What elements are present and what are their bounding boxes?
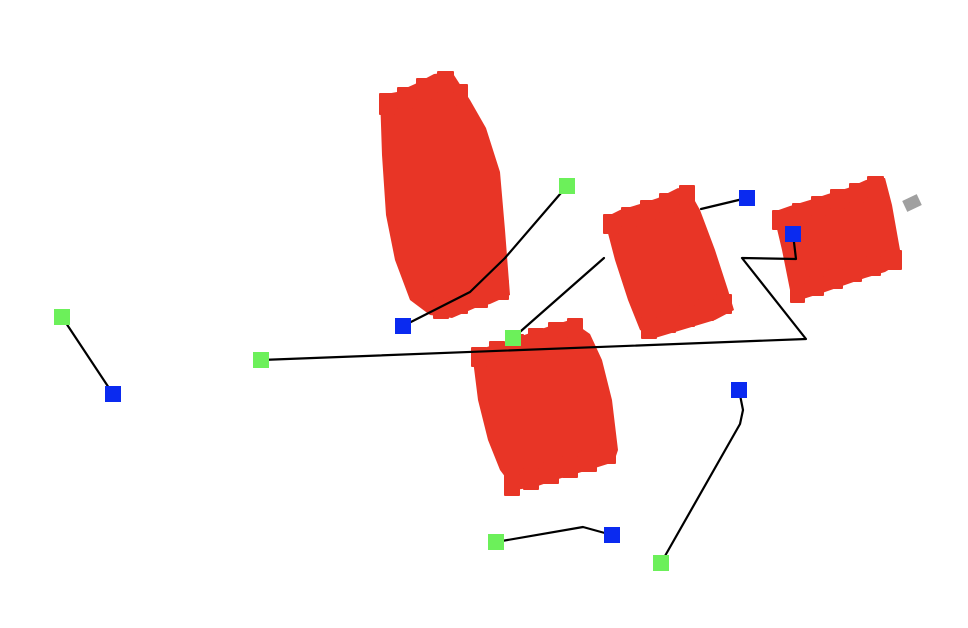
obstacle-block-3: [772, 176, 902, 303]
goal-marker-4: [785, 226, 801, 242]
start-marker-5: [488, 534, 504, 550]
obstacle-block-2: [603, 185, 734, 339]
path-7: [494, 525, 614, 544]
goal-marker-2: [395, 318, 411, 334]
start-marker-4: [505, 330, 521, 346]
start-marker-1: [54, 309, 70, 325]
goal-markers: [105, 190, 801, 543]
path-2: [401, 184, 569, 328]
start-marker-3: [253, 352, 269, 368]
obstacle-block-4: [471, 318, 618, 496]
start-markers: [54, 178, 669, 571]
goal-marker-1: [105, 386, 121, 402]
start-marker-2: [559, 178, 575, 194]
path-5: [259, 232, 808, 362]
goal-marker-3: [739, 190, 755, 206]
obstacle-block-1: [379, 71, 510, 319]
paths: [60, 184, 808, 565]
goal-marker-5: [731, 382, 747, 398]
goal-marker-6: [604, 527, 620, 543]
path-1: [60, 315, 115, 396]
path-6: [659, 388, 745, 565]
start-marker-6: [653, 555, 669, 571]
inactive-marker: [902, 194, 922, 212]
path-3: [511, 256, 606, 340]
